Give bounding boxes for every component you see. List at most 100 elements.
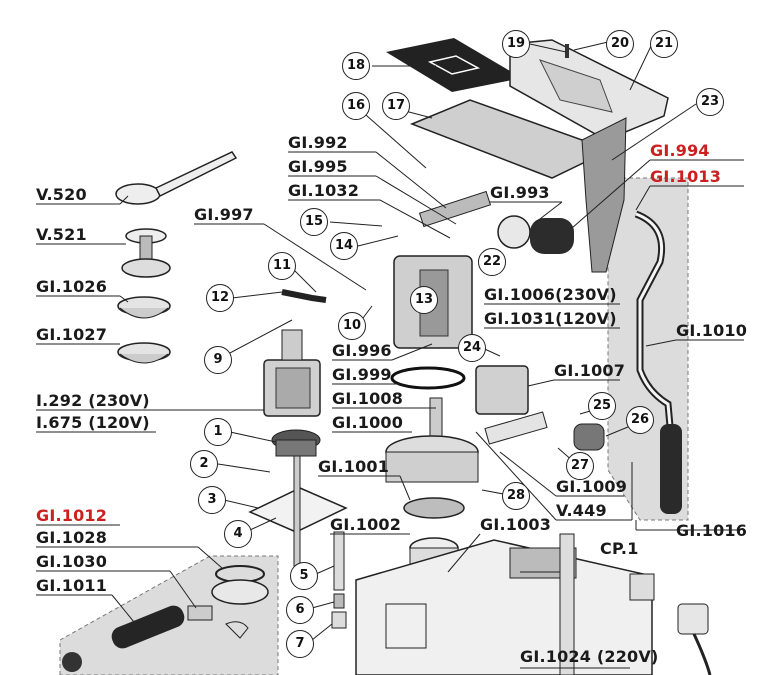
label-gl1016: GI.1016 xyxy=(676,521,748,540)
drip-tray-grid-slots xyxy=(427,55,481,75)
support-column xyxy=(581,117,627,273)
callout-6: 6 xyxy=(286,596,314,624)
pump-rod xyxy=(293,455,301,567)
callout-10: 10 xyxy=(338,312,366,340)
portafilter-handle xyxy=(111,605,185,649)
callout-25: 25 xyxy=(588,392,616,420)
label-gl1011: GI.1011 xyxy=(36,576,108,595)
filter-basket-1027-body xyxy=(119,353,169,364)
screw-20 xyxy=(565,44,569,58)
label-gl1030: GI.1030 xyxy=(36,552,108,571)
label-gl1013: GI.1013 xyxy=(650,167,722,186)
callout-2: 2 xyxy=(190,450,218,478)
label-i675: I.675 (120V) xyxy=(36,413,150,432)
pump-mount-body xyxy=(275,439,317,457)
callout-14: 14 xyxy=(330,232,358,260)
thermostat-assembly xyxy=(418,190,492,228)
measuring-spoon-handle xyxy=(154,151,238,198)
callout-11: 11 xyxy=(268,252,296,280)
portafilter-clip xyxy=(187,605,213,621)
callout-24: 24 xyxy=(458,334,486,362)
steam-wand-sleeve xyxy=(660,424,682,514)
callout-27: 27 xyxy=(566,452,594,480)
label-gl992: GI.992 xyxy=(288,133,348,152)
callout-17: 17 xyxy=(382,92,410,120)
callout-26: 26 xyxy=(626,406,654,434)
filter-basket-1026-body xyxy=(119,307,169,319)
label-gl1028: GI.1028 xyxy=(36,528,108,547)
callout-1: 1 xyxy=(204,418,232,446)
spout xyxy=(225,621,249,639)
label-gl1026: GI.1026 xyxy=(36,277,108,296)
tamper-base xyxy=(121,258,171,278)
label-gl1032: GI.1032 xyxy=(288,181,360,200)
callout-22: 22 xyxy=(478,248,506,276)
label-gl1027: GI.1027 xyxy=(36,325,108,344)
callout-9: 9 xyxy=(204,346,232,374)
terminal-block xyxy=(484,411,548,445)
callout-21: 21 xyxy=(650,30,678,58)
callout-19: 19 xyxy=(502,30,530,58)
label-gl994: GI.994 xyxy=(650,141,710,160)
label-v449: V.449 xyxy=(556,501,607,520)
brew-group-body xyxy=(385,451,479,483)
label-gl1001: GI.1001 xyxy=(318,457,390,476)
callout-28: 28 xyxy=(502,482,530,510)
steam-knob-26 xyxy=(573,423,605,451)
label-gl1007: GI.1007 xyxy=(554,361,626,380)
label-v520: V.520 xyxy=(36,185,87,204)
label-gl1002: GI.1002 xyxy=(330,515,402,534)
label-gl996: GI.996 xyxy=(332,341,392,360)
steam-wand-pipe-inner xyxy=(635,212,672,427)
callout-15: 15 xyxy=(300,208,328,236)
callout-18: 18 xyxy=(342,52,370,80)
callout-12: 12 xyxy=(206,284,234,312)
solenoid-valve xyxy=(475,365,529,415)
leader-lines xyxy=(36,41,744,669)
callout-13: 13 xyxy=(410,286,438,314)
callout-20: 20 xyxy=(606,30,634,58)
power-plug xyxy=(677,603,709,635)
guide-rod-5 xyxy=(333,531,345,591)
callout-3: 3 xyxy=(198,486,226,514)
portafilter-cup xyxy=(211,579,269,605)
callout-4: 4 xyxy=(224,520,252,548)
drip-tray-grid xyxy=(386,38,522,92)
label-gl1012: GI.1012 xyxy=(36,506,108,525)
label-i292: I.292 (230V) xyxy=(36,391,150,410)
pump-top xyxy=(281,329,303,361)
callout-16: 16 xyxy=(342,92,370,120)
drip-tray-basin xyxy=(539,59,613,113)
callout-23: 23 xyxy=(696,88,724,116)
pump-elbow-fitting xyxy=(281,289,327,303)
label-gl1009: GI.1009 xyxy=(556,477,628,496)
callout-7: 7 xyxy=(286,630,314,658)
label-gl1031: GI.1031(120V) xyxy=(484,309,617,328)
label-cp1: CP.1 xyxy=(600,539,639,558)
label-gl1003: GI.1003 xyxy=(480,515,552,534)
label-gl995: GI.995 xyxy=(288,157,348,176)
label-gl997: GI.997 xyxy=(194,205,254,224)
label-gl1008: GI.1008 xyxy=(332,389,404,408)
housing-window xyxy=(385,603,427,649)
portafilter-end-knob xyxy=(62,652,82,672)
label-gl1000: GI.1000 xyxy=(332,413,404,432)
label-v521: V.521 xyxy=(36,225,87,244)
group-gasket-1001 xyxy=(403,497,465,519)
label-gl999: GI.999 xyxy=(332,365,392,384)
housing-post xyxy=(559,533,575,675)
steam-valve-knob xyxy=(497,215,531,249)
group-gasket-999 xyxy=(390,366,466,390)
power-cord xyxy=(692,633,712,675)
fitting-7 xyxy=(331,611,347,629)
steam-valve-cap xyxy=(530,218,574,254)
label-gl993: GI.993 xyxy=(490,183,550,202)
pump-coil xyxy=(275,367,311,409)
fitting-6 xyxy=(333,593,345,609)
machine-housing xyxy=(355,539,653,675)
label-gl1006: GI.1006(230V) xyxy=(484,285,617,304)
power-switch xyxy=(629,573,655,601)
label-gl1010: GI.1010 xyxy=(676,321,748,340)
callout-5: 5 xyxy=(290,562,318,590)
